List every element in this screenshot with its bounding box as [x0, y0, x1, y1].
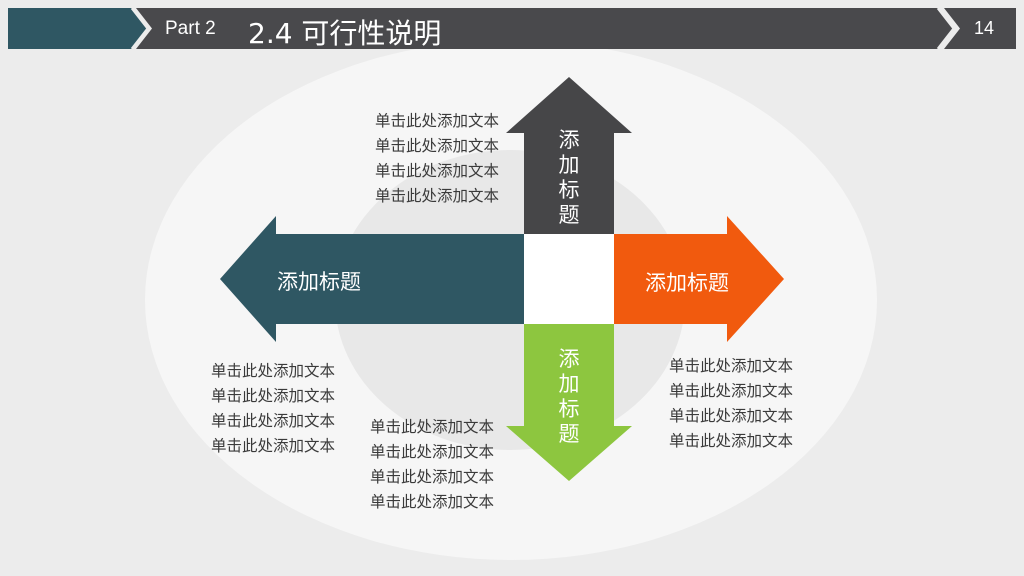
- text-line: 单击此处添加文本: [210, 387, 335, 405]
- header-chevron-right: [936, 8, 956, 49]
- text-block-left: 单击此处添加文本 单击此处添加文本 单击此处添加文本 单击此处添加文本: [207, 359, 335, 459]
- text-line: 单击此处添加文本: [370, 418, 495, 436]
- arrow-right-label: 添加标题: [645, 271, 729, 295]
- page-number: 14: [973, 18, 994, 38]
- header-chevron-left: [130, 8, 150, 49]
- header-shapes: [8, 8, 1016, 49]
- text-line: 单击此处添加文本: [210, 412, 335, 430]
- arrow-up[interactable]: [506, 77, 632, 234]
- arrow-down[interactable]: [506, 324, 632, 481]
- arrow-right[interactable]: [614, 216, 784, 342]
- text-line: 单击此处添加文本: [669, 432, 794, 450]
- text-line: 单击此处添加文本: [370, 493, 495, 511]
- text-line: 单击此处添加文本: [374, 187, 499, 205]
- text-line: 单击此处添加文本: [370, 468, 495, 486]
- part-label: Part 2: [165, 18, 216, 39]
- center-square: [524, 234, 614, 324]
- header-page-block: [944, 8, 1016, 49]
- arrow-left[interactable]: [220, 216, 524, 342]
- text-block-top: 单击此处添加文本 单击此处添加文本 单击此处添加文本 单击此处添加文本: [371, 109, 499, 209]
- arrow-up-label: 添加标题: [558, 128, 580, 227]
- text-block-right: 单击此处添加文本 单击此处添加文本 单击此处添加文本 单击此处添加文本: [669, 354, 793, 454]
- header-accent-block: [8, 8, 148, 49]
- text-line: 单击此处添加文本: [374, 112, 499, 130]
- header-title-band: [136, 8, 954, 49]
- text-line: 单击此处添加文本: [374, 162, 499, 180]
- text-line: 单击此处添加文本: [210, 437, 335, 455]
- text-block-bottom: 单击此处添加文本 单击此处添加文本 单击此处添加文本 单击此处添加文本: [370, 415, 494, 515]
- text-line: 单击此处添加文本: [669, 382, 794, 400]
- header-bar: Part 2 2.4 可行性说明 14: [8, 8, 1016, 50]
- text-line: 单击此处添加文本: [374, 137, 499, 155]
- arrow-down-label: 添加标题: [558, 347, 580, 446]
- text-line: 单击此处添加文本: [370, 443, 495, 461]
- text-line: 单击此处添加文本: [669, 407, 794, 425]
- slide-title: 2.4 可行性说明: [248, 17, 442, 50]
- text-line: 单击此处添加文本: [210, 362, 335, 380]
- text-line: 单击此处添加文本: [669, 357, 794, 375]
- arrow-left-label: 添加标题: [277, 270, 361, 294]
